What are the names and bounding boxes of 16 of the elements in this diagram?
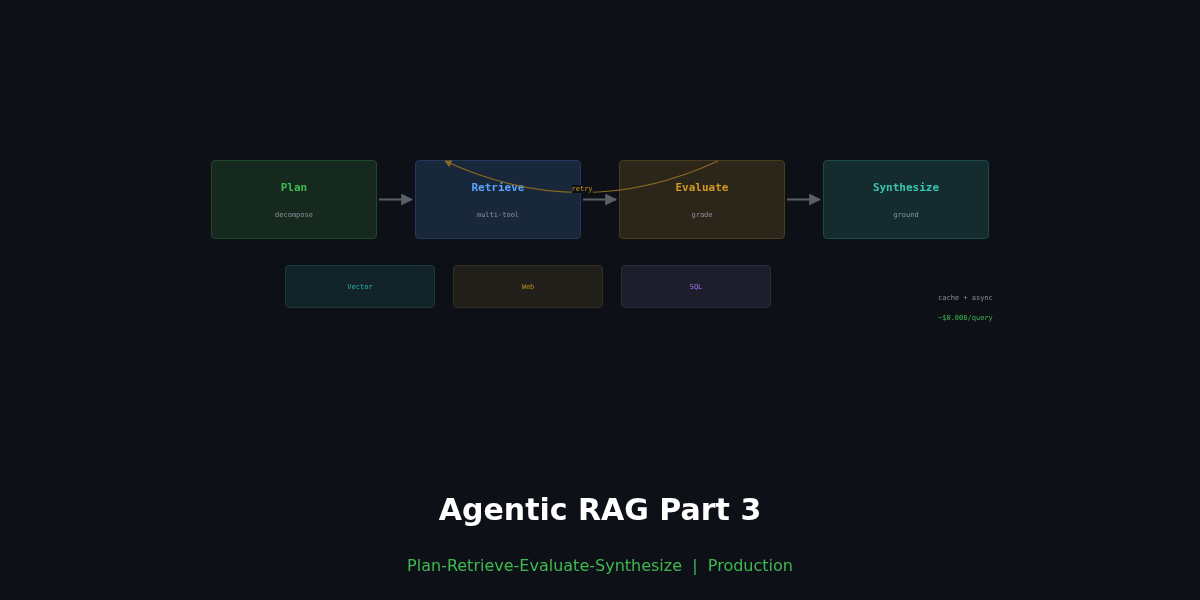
arrow — [444, 160, 719, 194]
subtitle: Plan-Retrieve-Evaluate-Synthesize | Production — [406, 556, 794, 575]
stage-title: Plan — [280, 180, 308, 194]
stage-title: Synthesize — [872, 180, 940, 194]
stage-box — [823, 160, 989, 239]
arrow — [378, 193, 414, 206]
stage-title: Evaluate — [675, 180, 729, 194]
tool-box — [453, 265, 603, 308]
tool-box — [621, 265, 771, 308]
arrow — [786, 193, 822, 206]
stage-box — [619, 160, 785, 239]
title: Agentic RAG Part 3 — [437, 492, 763, 527]
stage-title: Retrieve — [471, 180, 525, 194]
tool-box — [285, 265, 435, 308]
arrow — [582, 193, 618, 206]
stage-box — [211, 160, 377, 239]
